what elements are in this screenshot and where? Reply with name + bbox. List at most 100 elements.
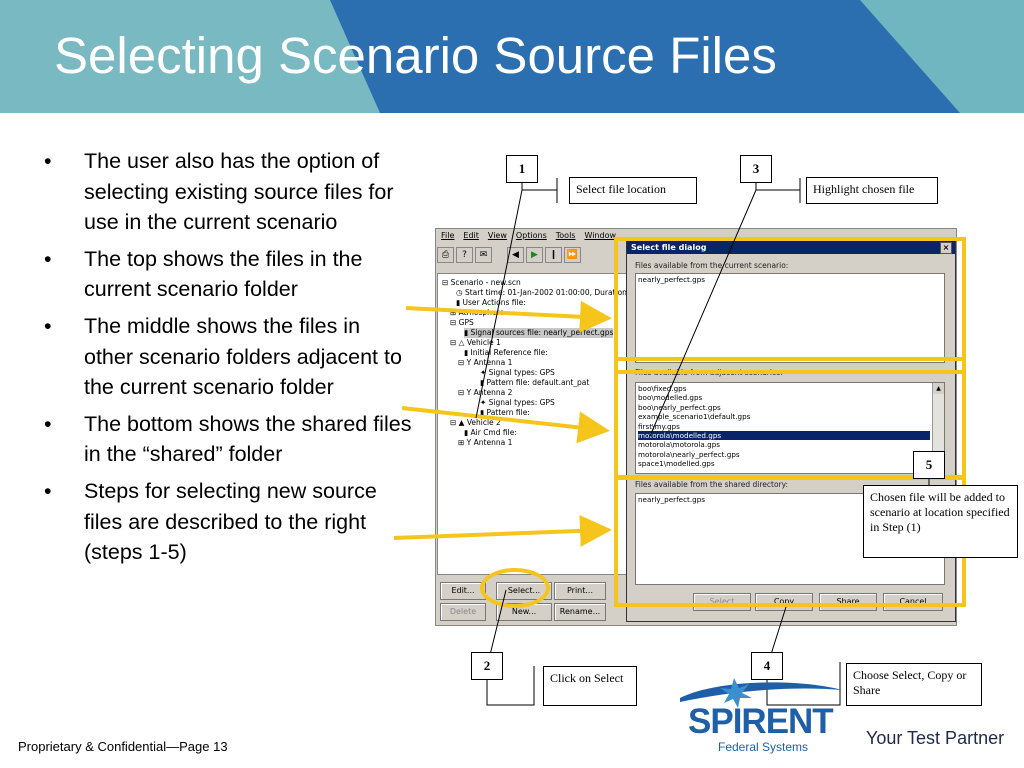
step-4-callout: Choose Select, Copy or Share [846,663,982,706]
dialog-title: Select file dialog [631,243,707,252]
pause-icon[interactable]: ❙ [545,247,562,263]
tree-node[interactable]: ▮ Pattern file: [480,408,530,417]
list-item[interactable]: first\my.gps [638,421,680,431]
tree-label: Start time: 01-Jan-2002 01:00:00, Durati… [464,288,642,297]
tree-label: Initial Reference file: [470,348,548,357]
list-item[interactable]: space1\modelled.gps [638,459,715,469]
footer-text: Proprietary & Confidential—Page 13 [18,739,228,754]
tree-node[interactable]: ▮ User Actions file: [456,298,526,307]
tree-label: Pattern file: default.ant_pat [486,378,590,387]
bullet-item: • The bottom shows the shared files in th… [42,409,412,470]
step-1-badge: 1 [506,155,538,183]
slide-title: Selecting Scenario Source Files [54,27,777,84]
bullet-item: • The top shows the files in the current … [42,244,412,305]
tree-node[interactable]: ⊞ Y Antenna 1 [458,438,513,447]
bullet-text: The top shows the files in the current s… [84,246,363,302]
bullet-item: • Steps for selecting new source files ar… [42,476,412,568]
tree-node-selected[interactable]: ▮ Signal sources file: nearly_perfect.gp… [464,328,614,338]
rename-button[interactable]: Rename... [554,603,606,621]
tree-label: Signal sources file: nearly_perfect.gps [470,328,614,337]
tree-label: Vehicle 1 [466,338,501,347]
title-banner: Selecting Scenario Source Files [0,0,1024,113]
play-icon[interactable]: ▶ [526,247,543,263]
tree-node[interactable]: ✦ Signal types: GPS [480,368,555,377]
tree-label: Pattern file: [486,408,530,417]
tree-node[interactable]: ⊟ GPS [450,318,474,327]
step-5-badge: 5 [913,451,945,479]
adjacent-files-list[interactable]: boo\fixed.gps boo\modelled.gps boo\nearl… [635,382,945,474]
tree-label: User Actions file: [462,298,526,307]
tree-label: Antenna 1 [473,358,513,367]
title-banner-shapes [0,0,1024,113]
menu-options[interactable]: Options [515,231,547,240]
shared-files-label: Files available from the shared director… [635,480,789,489]
step-2-callout: Click on Select [543,666,637,706]
step-3-callout: Highlight chosen file [806,177,938,204]
scrollbar[interactable]: ▲ [932,383,944,471]
current-files-list[interactable]: nearly_perfect.gps [635,273,945,363]
bullet-marker: • [44,411,52,436]
logo-swoosh-icon [680,678,842,708]
close-icon[interactable]: × [940,242,952,254]
step-2-badge: 2 [471,652,503,680]
list-item[interactable]: motorola\motorola.gps [638,440,720,450]
tree-label: Signal types: GPS [488,368,555,377]
tree-label: Air Cmd file: [470,428,517,437]
bullet-item: •The user also has the option of selecti… [42,146,412,238]
tree-node[interactable]: ◷ Start time: 01-Jan-2002 01:00:00, Dura… [456,288,642,297]
menu-file[interactable]: File [441,231,455,240]
print-icon[interactable]: ⎙ [437,247,454,263]
print-button[interactable]: Print... [554,582,606,600]
tree-node[interactable]: ⊟ △ Vehicle 1 [450,338,501,347]
bullet-marker: • [44,149,52,173]
tree-node[interactable]: ▮ Air Cmd file: [464,428,517,437]
bullet-marker: • [44,246,52,271]
fast-forward-icon[interactable]: ⏩ [564,247,581,263]
rewind-icon[interactable]: ◀ [507,247,524,263]
bullet-text: The middle shows the files in other scen… [84,313,402,400]
tree-label: Antenna 1 [473,438,513,447]
current-files-label: Files available from the current scenari… [635,261,789,270]
list-item[interactable]: boo\nearly_perfect.gps [638,402,721,412]
menu-window[interactable]: Window [584,231,617,240]
step-5-callout: Chosen file will be added to scenario at… [863,485,1018,558]
list-item[interactable]: boo\fixed.gps [638,384,687,393]
help-icon[interactable]: ? [456,247,473,263]
step-4-badge: 4 [751,652,783,680]
logo-brand: SPIRENT [688,702,834,741]
step-1-callout: Select file location [569,177,697,204]
list-item[interactable]: nearly_perfect.gps [638,495,705,504]
menu-tools[interactable]: Tools [555,231,576,240]
delete-button[interactable]: Delete [440,603,486,621]
tree-node[interactable]: ▮ Initial Reference file: [464,348,548,357]
menu-view[interactable]: View [487,231,507,240]
mail-icon[interactable]: ✉ [475,247,492,263]
tree-label: Vehicle 2 [466,418,501,427]
list-item[interactable]: boo\modelled.gps [638,393,703,403]
dialog-titlebar: Select file dialog × [627,241,955,254]
list-item[interactable]: nearly_perfect.gps [638,275,705,284]
tree-node[interactable]: ⊟ ▲ Vehicle 2 [450,418,501,427]
tree-node[interactable]: ✦ Signal types: GPS [480,398,555,407]
menu-edit[interactable]: Edit [463,231,479,240]
company-logo: SPIRENT Federal Systems [676,670,846,760]
tree-label: GPS [458,318,474,327]
toolbar: ⎙?✉ ◀▶❙⏩ [436,245,626,265]
bullet-item: •The middle shows the files in other sce… [42,311,412,403]
step-3-badge: 3 [740,155,772,183]
tree-node[interactable]: ⊟ Y Antenna 1 [458,358,513,367]
tree-node[interactable]: ⊟ Scenario - new.scn [442,278,521,287]
list-item[interactable]: motorola\nearly_perfect.gps [638,449,740,459]
scroll-up-icon[interactable]: ▲ [933,383,944,394]
list-item-selected[interactable]: motorola\modelled.gps [638,431,930,441]
tree-node[interactable]: ▮ Pattern file: default.ant_pat [480,378,590,387]
list-item[interactable]: example_scenario1\default.gps [638,412,751,422]
bullet-marker: • [44,478,52,503]
bullet-text: The bottom shows the shared files in the… [84,411,412,467]
tree-node[interactable]: ⊟ Y Antenna 2 [458,388,513,397]
bullet-text: Steps for selecting new source files are… [84,478,377,565]
tree-label: Signal types: GPS [488,398,555,407]
highlight-select-button-circle [480,568,550,608]
tree-label: Scenario - new.scn [450,278,521,287]
